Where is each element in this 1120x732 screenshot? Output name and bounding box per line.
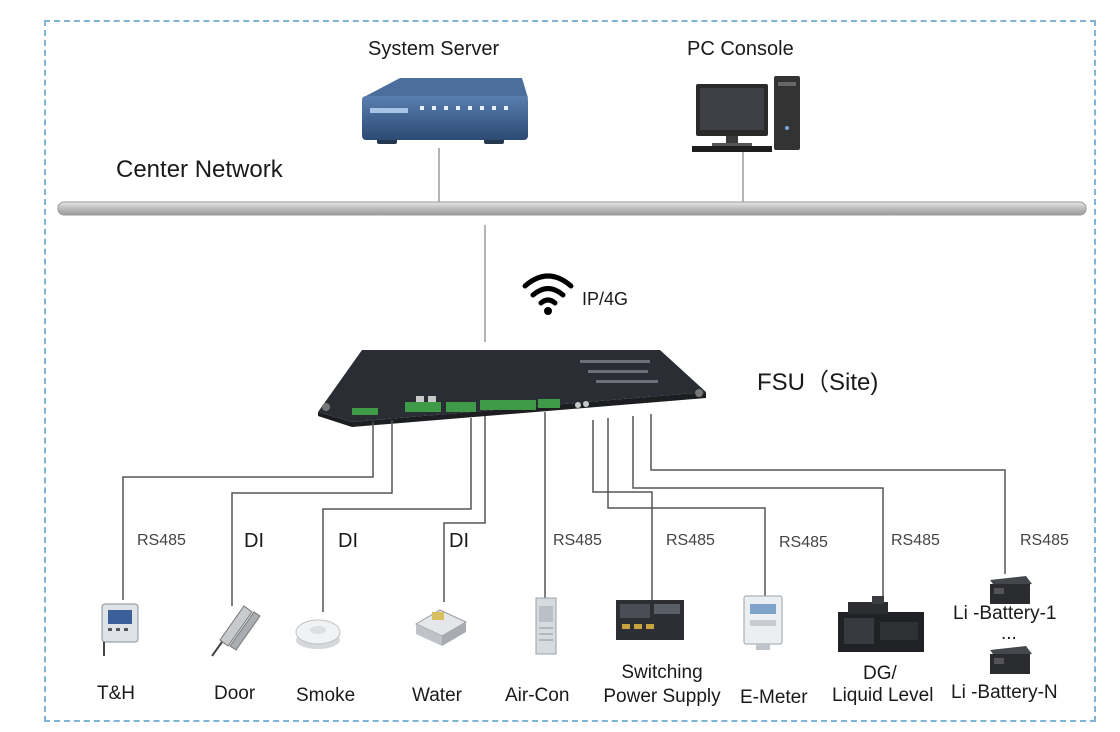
link-label-dg: RS485 <box>891 532 940 549</box>
wire-smoke <box>322 418 472 612</box>
pc-console-label: PC Console <box>687 38 794 60</box>
battery-n-icon <box>990 646 1032 674</box>
device-label-dg-line1: DG/ <box>863 663 897 684</box>
battery-1-icon <box>990 576 1032 604</box>
e-meter-icon <box>743 595 783 650</box>
device-label-batteryN: Li -Battery-N <box>951 682 1058 703</box>
device-label-battery-ellipsis: ... <box>1001 623 1017 644</box>
system-server-icon <box>362 78 528 144</box>
diagram-frame <box>44 20 1096 722</box>
device-label-aircon: Air-Con <box>505 685 570 706</box>
device-label-th: T&H <box>97 683 135 704</box>
th-sensor-icon <box>101 603 139 656</box>
link-label-smoke: DI <box>338 530 358 552</box>
link-label-door: DI <box>244 530 264 552</box>
wire-dg <box>632 416 884 604</box>
dg-generator-icon <box>838 596 924 652</box>
wire-emeter <box>607 418 766 598</box>
door-sensor-icon <box>211 605 261 657</box>
pc-console-icon <box>692 76 800 152</box>
device-label-door: Door <box>214 683 256 704</box>
wire-th <box>122 422 374 600</box>
link-label-aircon: RS485 <box>553 532 602 549</box>
device-label-smoke: Smoke <box>296 685 356 706</box>
device-label-dg-line2: Liquid Level <box>832 685 934 706</box>
link-label-emeter: RS485 <box>779 534 828 551</box>
link-label-battery: RS485 <box>1020 532 1069 549</box>
system-server-label: System Server <box>368 38 500 60</box>
air-con-icon <box>535 597 557 655</box>
switching-power-supply-icon <box>616 600 684 640</box>
center-network-label: Center Network <box>116 156 283 183</box>
fsu-device-icon <box>318 350 706 427</box>
device-wires <box>122 412 1006 612</box>
link-label-water: DI <box>449 530 469 552</box>
wire-door <box>231 420 393 606</box>
link-label-th: RS485 <box>137 532 186 549</box>
center-network-bus <box>57 201 1087 216</box>
device-label-water: Water <box>412 685 462 706</box>
wifi-dot <box>544 307 552 315</box>
smoke-detector-icon <box>295 619 341 649</box>
device-label-sps-line1: Switching <box>621 662 703 683</box>
device-label-sps-line2: Power Supply <box>603 686 721 707</box>
water-sensor-icon <box>414 609 468 646</box>
wire-battery <box>650 414 1006 574</box>
uplink-label: IP/4G <box>582 289 629 309</box>
wire-water <box>443 416 486 602</box>
device-label-battery1: Li -Battery-1 <box>953 603 1057 624</box>
wire-sps <box>592 420 653 600</box>
wifi-icon <box>522 273 574 306</box>
fsu-label: FSU（Site) <box>757 369 879 396</box>
device-label-emeter: E-Meter <box>740 687 808 708</box>
link-label-sps: RS485 <box>666 532 715 549</box>
